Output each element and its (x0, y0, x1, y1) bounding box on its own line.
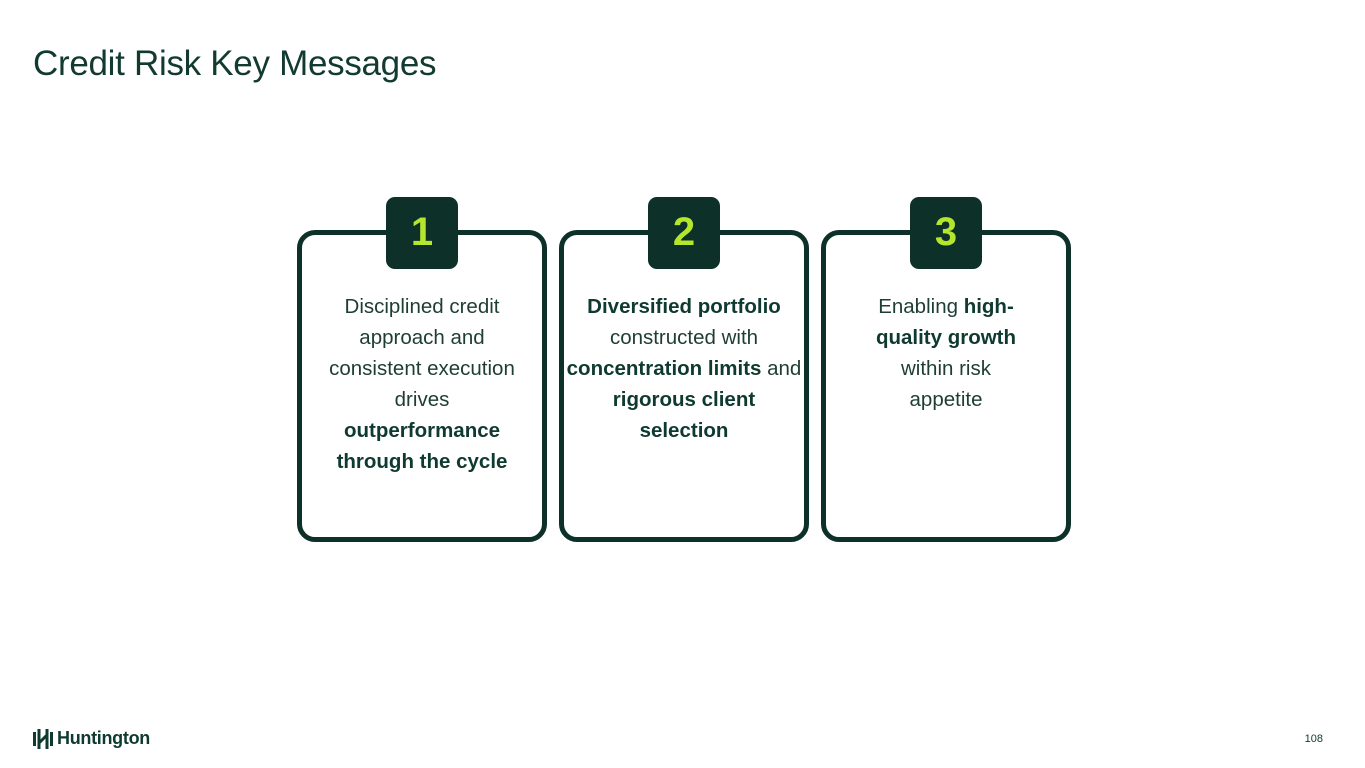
card-text: Disciplined credit approach and consiste… (302, 291, 542, 477)
huntington-logo-icon (33, 728, 53, 749)
key-message-card-1: 1 Disciplined credit approach and consis… (297, 197, 547, 542)
card-text: Diversified portfolio constructed with c… (564, 291, 804, 446)
text-segment: within risk appetite (901, 357, 991, 411)
number-badge: 2 (648, 197, 720, 269)
bold-text-segment: Diversified portfolio (587, 295, 781, 318)
bold-text-segment: high-quality growth (875, 295, 1017, 349)
page-title: Credit Risk Key Messages (33, 44, 437, 83)
text-segment: and (761, 357, 802, 380)
text-segment: Enabling (878, 295, 964, 318)
huntington-logo: Huntington (33, 728, 150, 749)
key-message-card-2: 2 Diversified portfolio constructed with… (559, 197, 809, 542)
bold-text-segment: rigorous client selection (612, 388, 756, 442)
number-badge: 3 (910, 197, 982, 269)
bold-text-segment: outperformance through the cycle (336, 419, 508, 473)
card-text: Enabling high-quality growth within risk… (826, 291, 1066, 415)
number-badge: 1 (386, 197, 458, 269)
text-segment: Disciplined credit approach and consiste… (329, 295, 515, 411)
page-number: 108 (1304, 733, 1323, 745)
logo-text: Huntington (57, 728, 150, 748)
key-message-card-3: 3 Enabling high-quality growth within ri… (821, 197, 1071, 542)
text-segment: constructed with (609, 326, 759, 349)
bold-text-segment: concentration limits (566, 357, 762, 380)
